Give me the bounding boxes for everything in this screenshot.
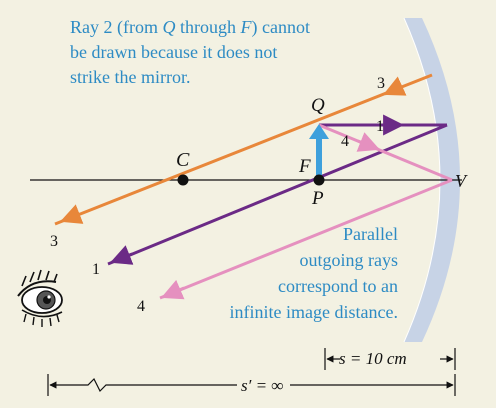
caption-top-line1: Ray 2 (from Q through F) cannot bbox=[70, 17, 310, 38]
caption-top-line2: be drawn because it does not bbox=[70, 42, 277, 62]
label-v: V bbox=[455, 171, 468, 191]
ray3-label-top: 3 bbox=[377, 75, 385, 92]
ray1-label-bottom: 1 bbox=[92, 261, 100, 278]
ray3-label-bottom: 3 bbox=[50, 233, 58, 250]
eye-icon bbox=[17, 269, 63, 327]
ray1-reflected bbox=[107, 123, 448, 266]
caption-right-line3: correspond to an bbox=[278, 276, 398, 296]
label-q: Q bbox=[311, 95, 325, 116]
ray4-reflected-arrow bbox=[161, 279, 185, 300]
ray4-label-top: 4 bbox=[341, 133, 349, 150]
ray4-incoming-arrow bbox=[356, 132, 380, 152]
caption-right-line2: outgoing rays bbox=[300, 250, 399, 270]
ray4-label-bottom: 4 bbox=[137, 298, 145, 315]
concave-mirror bbox=[404, 18, 460, 342]
ray4-reflected bbox=[159, 178, 453, 300]
label-f: F bbox=[298, 156, 311, 177]
point-c-dot bbox=[177, 174, 189, 186]
sprime-label: s′ = ∞ bbox=[241, 376, 283, 395]
caption-right-line4: infinite image distance. bbox=[230, 302, 398, 322]
caption-top-line3: strike the mirror. bbox=[70, 67, 190, 87]
object-arrow-head bbox=[309, 124, 329, 139]
label-p: P bbox=[311, 188, 324, 209]
ray3-line bbox=[54, 73, 433, 226]
ray3-arrow-in bbox=[383, 76, 407, 96]
ray1-label-top: 1 bbox=[376, 118, 384, 135]
caption-right-line1: Parallel bbox=[343, 224, 398, 244]
ray4-incoming bbox=[318, 123, 453, 182]
label-c: C bbox=[176, 149, 190, 171]
point-f-dot bbox=[313, 174, 325, 186]
s-label: s = 10 cm bbox=[339, 349, 407, 368]
ray3-arrow-out bbox=[60, 204, 84, 224]
ray1-reflected-arrow bbox=[110, 245, 134, 265]
sprime-break-zigzag bbox=[75, 377, 237, 393]
